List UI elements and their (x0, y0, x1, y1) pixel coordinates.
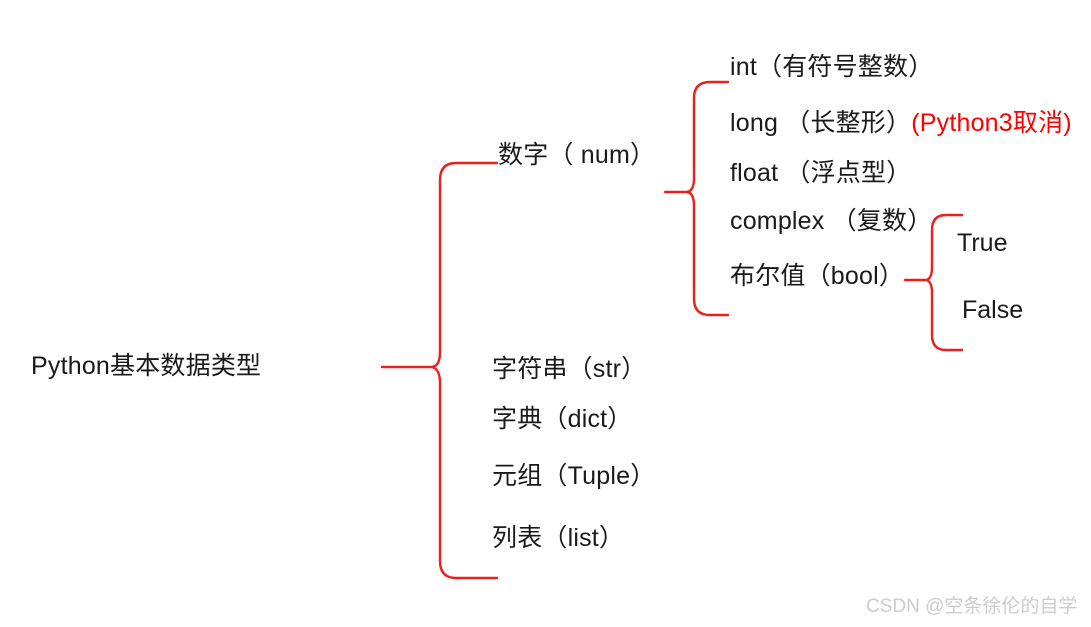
num-brace (663, 80, 730, 317)
csdn-watermark: CSDN @空条徐伦的自学 (866, 596, 1078, 617)
root-brace (380, 161, 499, 580)
branch-label-list: 列表（list） (492, 524, 625, 552)
branch-label-dict: 字典（dict） (492, 405, 633, 433)
leaf-label-bool: 布尔值（bool） (730, 262, 905, 290)
branch-label-num: 数字（ num） (498, 141, 656, 169)
branch-label-tuple: 元组（Tuple） (492, 462, 656, 490)
leaf-text-long: long （长整形） (730, 109, 912, 137)
leaf-label-int: int（有符号整数） (730, 53, 934, 81)
leaf-label-complex: complex （复数） (730, 207, 933, 235)
leaf-label-float: float （浮点型） (730, 159, 912, 187)
leaf-note-long-python3: (Python3取消) (911, 109, 1072, 137)
bool-value-false: False (962, 296, 1024, 324)
leaf-label-long: long （长整形）(Python3取消) (730, 111, 1072, 136)
bool-value-true: True (957, 229, 1008, 257)
branch-label-str: 字符串（str） (492, 355, 647, 383)
bool-brace (903, 213, 964, 352)
root-node-label: Python基本数据类型 (31, 352, 262, 380)
